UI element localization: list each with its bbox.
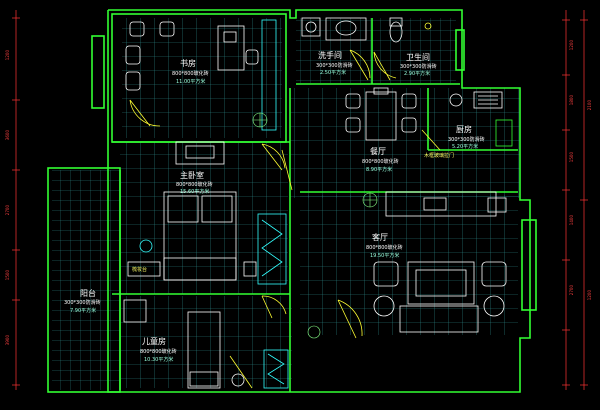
right-dim-4: 1400 (569, 215, 574, 226)
study-label: 书房 (180, 59, 196, 68)
vanity-note: 梳妆台 (132, 267, 148, 273)
left-dim-2: 3600 (5, 130, 10, 141)
kitchen-spec: 300*300防滑砖 (448, 137, 485, 143)
right-dim-5: 2700 (569, 285, 574, 296)
right-dim-1: 1200 (569, 40, 574, 51)
toilet-area: 2.90平方米 (404, 71, 431, 77)
living-spec: 800*800玻化砖 (366, 245, 403, 251)
right-dim-6: 2100 (587, 100, 592, 111)
child-spec: 800*800玻化砖 (140, 349, 177, 355)
dining-spec: 800*800玻化砖 (362, 159, 399, 165)
left-dim-4: 1500 (5, 270, 10, 281)
balcony-area: 7.90平方米 (70, 308, 97, 314)
living-area: 19.50平方米 (370, 253, 400, 259)
washroom-spec: 300*300防滑砖 (316, 63, 353, 69)
child-label: 儿童房 (142, 337, 166, 346)
plants (252, 112, 378, 339)
study-furniture (125, 19, 277, 131)
master-spec: 800*800玻化砖 (176, 182, 213, 188)
floor-tiles (52, 18, 520, 390)
left-dim-3: 2700 (5, 205, 10, 216)
study-spec: 800*800玻化砖 (172, 71, 209, 77)
left-dim-1: 1200 (5, 50, 10, 61)
left-dim-5: 3900 (5, 335, 10, 346)
left-dimension-line (12, 10, 20, 390)
balcony-label: 阳台 (80, 289, 96, 298)
kitchen-label: 厨房 (456, 125, 472, 134)
master-furniture (127, 141, 287, 285)
right-dim-3: 1500 (569, 152, 574, 163)
doors (129, 49, 441, 389)
right-dim-7: 1200 (587, 290, 592, 301)
kitchen-area: 5.20平方米 (452, 144, 479, 150)
balcony-spec: 300*300防滑砖 (64, 300, 101, 306)
kitchen-fixtures (449, 91, 513, 147)
toilet-label: 卫生间 (406, 53, 430, 62)
kitchen-door-note: 木框玻璃拉门 (424, 153, 455, 159)
washroom-label: 洗手间 (318, 51, 342, 60)
living-label: 客厅 (372, 233, 388, 242)
bath-fixtures (301, 17, 432, 43)
dining-set (345, 87, 417, 141)
study-area: 11.00平方米 (176, 79, 206, 85)
child-area: 10.30平方米 (144, 357, 174, 363)
toilet-spec: 300*300防滑砖 (400, 64, 437, 70)
right-dim-2: 1800 (569, 95, 574, 106)
master-label: 主卧室 (180, 171, 204, 180)
child-furniture (123, 299, 289, 389)
dining-label: 餐厅 (370, 147, 386, 156)
living-furniture (373, 191, 507, 333)
washroom-area: 2.50平方米 (320, 70, 347, 76)
right-dimension-lines (562, 10, 588, 390)
dining-area: 8.90平方米 (366, 167, 393, 173)
master-area: 15.60平方米 (180, 189, 210, 195)
